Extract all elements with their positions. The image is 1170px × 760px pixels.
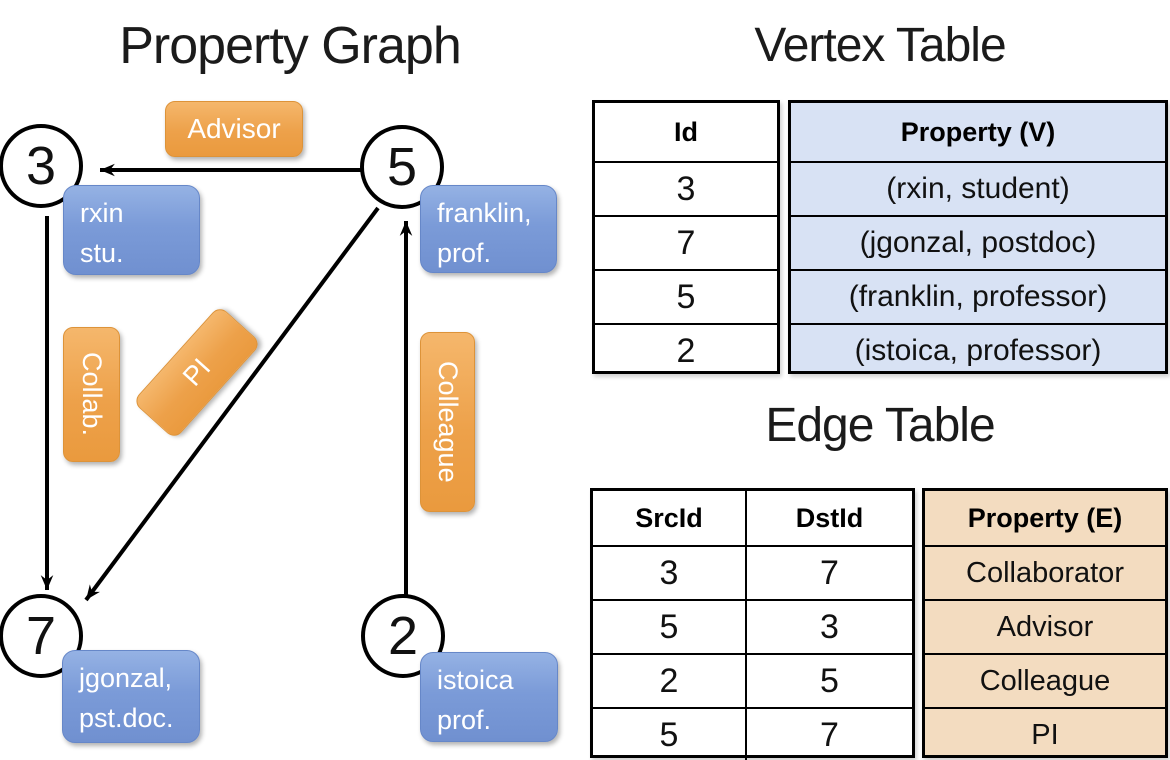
table-cell: 3	[595, 161, 777, 215]
vertex-table-header-property: Property (V)	[900, 116, 1056, 147]
table-cell: 2	[595, 323, 777, 377]
table-cell: 7	[595, 215, 777, 269]
vertex-property-line: jgonzal,	[79, 663, 173, 693]
vertex-table-header-id: Id	[674, 116, 698, 147]
vertex-property-box-3: rxin stu.	[63, 185, 200, 275]
node-id-label: 7	[25, 606, 57, 666]
graph-edges	[40, 163, 413, 602]
vertex-property-line: franklin,	[437, 198, 532, 228]
table-cell: 5	[745, 653, 912, 707]
edge-label-advisor: Advisor	[165, 101, 303, 157]
table-cell: (istoica, professor)	[791, 323, 1165, 377]
node-id-label: 5	[386, 137, 418, 197]
table-cell: 7	[745, 707, 912, 760]
edge-table-id-columns: SrcId DstId 3 7 5 3 2 5 5 7	[590, 488, 915, 760]
table-cell: 2	[593, 653, 745, 707]
table-cell: (rxin, student)	[791, 161, 1165, 215]
table-cell: Advisor	[925, 599, 1165, 653]
edge-table-header-src: SrcId	[635, 502, 703, 533]
vertex-property-box-2: istoica prof.	[420, 652, 558, 742]
property-graph-title: Property Graph	[119, 17, 462, 75]
vertex-property-line: rxin	[80, 198, 124, 228]
table-cell: (franklin, professor)	[791, 269, 1165, 323]
table-cell: 5	[593, 707, 745, 760]
table-cell: 7	[745, 545, 912, 599]
vertex-property-box-7: jgonzal, pst.doc.	[62, 650, 200, 743]
table-cell: (jgonzal, postdoc)	[791, 215, 1165, 269]
edge-label-text: Advisor	[187, 113, 281, 144]
table-cell: 3	[593, 545, 745, 599]
edge-table-header-property: Property (E)	[967, 502, 1123, 533]
vertex-table-id-column: Id 3 7 5 2	[592, 100, 780, 374]
vertex-property-line: pst.doc.	[79, 702, 174, 733]
edge-label-colleague: Colleague	[420, 332, 475, 512]
graph-node-5: 5	[360, 125, 444, 209]
vertex-property-line: stu.	[80, 237, 124, 268]
table-cell: 3	[745, 599, 912, 653]
table-cell: Collaborator	[925, 545, 1165, 599]
vertex-property-line: prof.	[437, 237, 492, 268]
table-cell: 5	[593, 599, 745, 653]
vertex-property-box-5: franklin, prof.	[420, 185, 557, 273]
edge-table-header-dst: DstId	[745, 491, 912, 545]
edge-label-text: PI	[176, 352, 217, 392]
vertex-table-property-column: Property (V) (rxin, student) (jgonzal, p…	[788, 100, 1168, 374]
edge-table-property-column: Property (E) Collaborator Advisor Collea…	[922, 488, 1168, 758]
graph-node-2: 2	[361, 594, 445, 678]
node-id-label: 3	[25, 136, 57, 196]
edge-label-collab: Collab.	[63, 327, 120, 462]
edge-table-title: Edge Table	[765, 399, 995, 452]
node-id-label: 2	[387, 606, 419, 666]
vertex-property-line: istoica	[437, 665, 514, 695]
table-cell: 5	[595, 269, 777, 323]
table-cell: PI	[925, 707, 1165, 760]
edge-label-text: Colleague	[433, 361, 463, 483]
table-cell: Colleague	[925, 653, 1165, 707]
vertex-property-line: prof.	[437, 704, 492, 735]
edge-pi-5-to-7	[84, 206, 380, 602]
vertex-table-title: Vertex Table	[754, 19, 1006, 72]
edge-label-text: Collab.	[77, 352, 107, 437]
